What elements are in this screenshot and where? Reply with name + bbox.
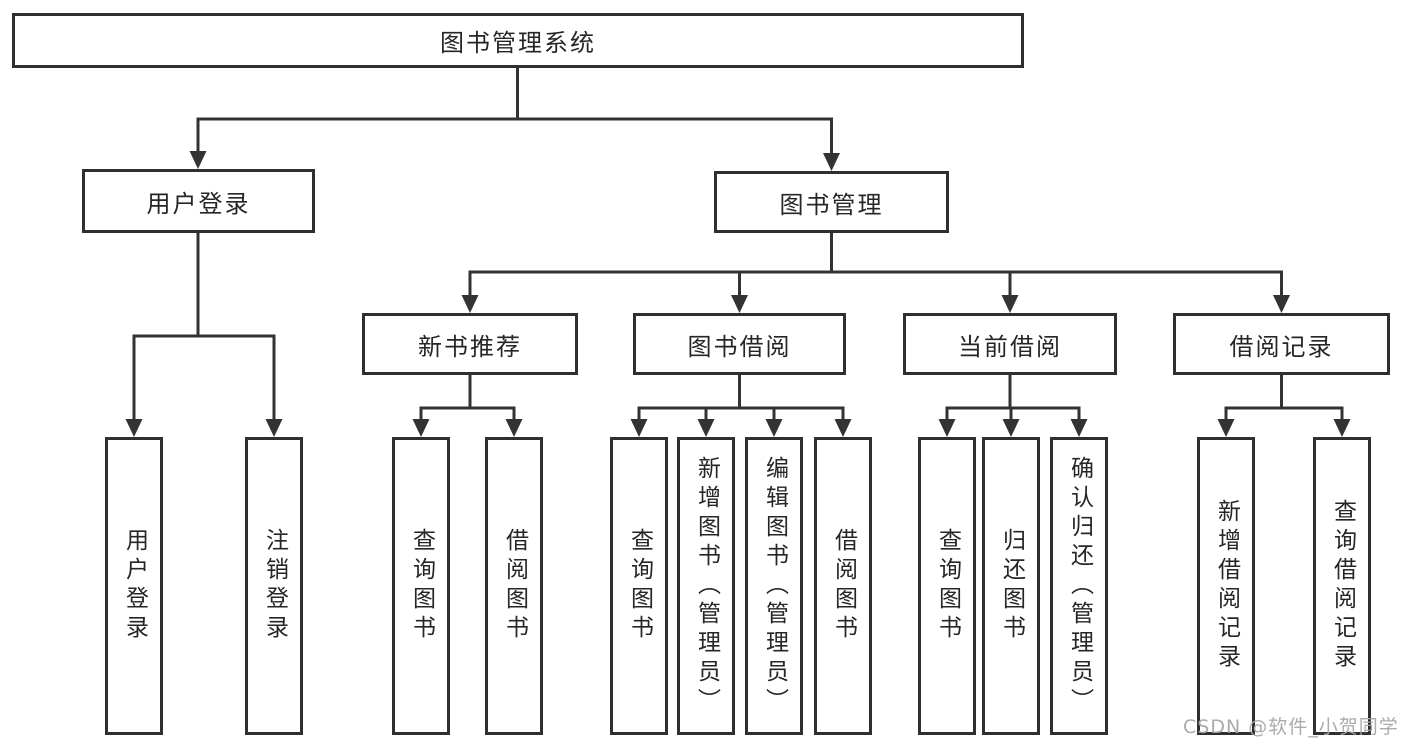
node-book-management: 图书管理 — [714, 171, 949, 233]
leaf-borrow-books-recommend: 借阅图书 — [485, 437, 543, 735]
leaf-logout: 注销登录 — [245, 437, 303, 735]
node-user-login: 用户登录 — [82, 169, 315, 233]
edge-root-to-level2 — [189, 68, 840, 171]
leaf-confirm-return-admin: 确认归还（管理员） — [1050, 437, 1108, 735]
arrowhead-book-borrow — [731, 295, 748, 313]
node-label: 用户登录 — [146, 189, 251, 218]
leaf-label: 注销登录 — [261, 528, 288, 644]
node-label: 图书管理系统 — [440, 29, 596, 57]
leaf-label: 确认归还（管理员） — [1066, 455, 1093, 717]
arrowhead-leaf-login — [125, 419, 143, 437]
leaf-return-book: 归还图书 — [982, 437, 1040, 735]
leaf-label: 新增图书（管理员） — [693, 455, 720, 717]
node-label: 新书推荐 — [418, 332, 522, 361]
edge-book-borrow-to-leaves — [630, 375, 852, 437]
node-current-borrowing: 当前借阅 — [903, 313, 1117, 375]
arrowhead-leaf-qrec — [1333, 419, 1351, 437]
arrowhead-leaf-confirm — [1070, 419, 1088, 437]
leaf-label: 编辑图书（管理员） — [761, 455, 788, 717]
arrowhead-leaf-add — [697, 419, 715, 437]
edge-current-borrow-to-leaves — [938, 375, 1088, 437]
node-label: 借阅记录 — [1229, 332, 1334, 361]
arrowhead-leaf-return — [1002, 419, 1020, 437]
arrowhead-leaf-addrec — [1217, 419, 1235, 437]
node-label: 图书管理 — [779, 190, 884, 219]
node-library-system-root: 图书管理系统 — [12, 13, 1024, 68]
leaf-label: 查询图书 — [934, 528, 961, 644]
leaf-label: 用户登录 — [121, 528, 148, 644]
leaf-query-books-current: 查询图书 — [918, 437, 976, 735]
node-borrowing-records: 借阅记录 — [1173, 313, 1390, 375]
arrowhead-leaf-q2 — [630, 419, 648, 437]
leaf-label: 查询借阅记录 — [1329, 499, 1356, 673]
leaf-borrow-books-borrowing: 借阅图书 — [814, 437, 872, 735]
arrowhead-current-borrow — [1001, 295, 1019, 313]
arrowhead-leaf-b2 — [834, 419, 852, 437]
node-label: 图书借阅 — [687, 332, 792, 361]
leaf-label: 新增借阅记录 — [1213, 499, 1240, 673]
leaf-edit-book-admin: 编辑图书（管理员） — [745, 437, 803, 735]
arrowhead-leaf-q3 — [938, 419, 956, 437]
leaf-label: 归还图书 — [998, 528, 1025, 644]
arrowhead-leaf-edit — [765, 419, 783, 437]
arrowhead-leaf-logout — [265, 419, 283, 437]
node-book-borrowing: 图书借阅 — [633, 313, 846, 375]
edge-user-login-to-leaves — [125, 233, 283, 437]
edge-borrow-record-to-leaves — [1217, 375, 1351, 437]
leaf-query-books-borrowing: 查询图书 — [610, 437, 668, 735]
leaf-label: 查询图书 — [626, 528, 653, 644]
arrowhead-book-mgmt — [823, 153, 840, 171]
leaf-label: 借阅图书 — [501, 528, 528, 644]
csdn-watermark: CSDN @软件_小贺同学 — [1183, 716, 1399, 738]
leaf-add-book-admin: 新增图书（管理员） — [677, 437, 735, 735]
edge-book-mgmt-to-level3 — [461, 233, 1290, 313]
arrowhead-new-book — [461, 295, 479, 313]
leaf-label: 借阅图书 — [830, 528, 857, 644]
leaf-label: 查询图书 — [408, 528, 435, 644]
leaf-user-login: 用户登录 — [105, 437, 163, 735]
leaf-add-borrow-record: 新增借阅记录 — [1197, 437, 1255, 735]
arrowhead-user-login — [189, 151, 207, 169]
arrowhead-leaf-b1 — [505, 419, 523, 437]
arrowhead-borrow-record — [1273, 295, 1290, 313]
node-label: 当前借阅 — [958, 332, 1062, 361]
edge-new-book-to-leaves — [412, 375, 523, 437]
leaf-query-borrow-record: 查询借阅记录 — [1313, 437, 1371, 735]
arrowhead-leaf-q1 — [412, 419, 430, 437]
node-new-book-recommend: 新书推荐 — [362, 313, 578, 375]
leaf-query-books-recommend: 查询图书 — [392, 437, 450, 735]
